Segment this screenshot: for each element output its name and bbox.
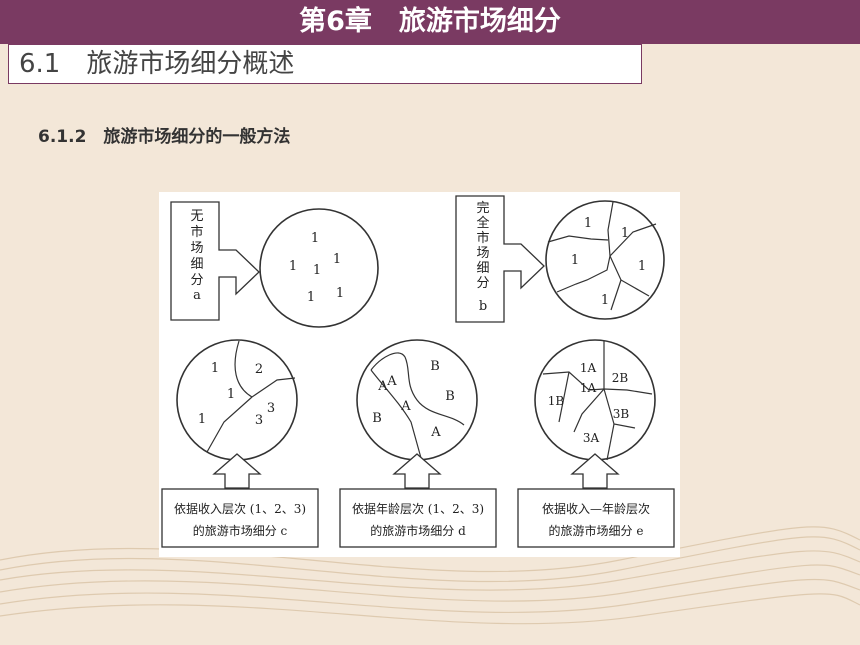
panel-e-caption-box (517, 488, 675, 548)
panel-c-caption-box (161, 488, 319, 548)
market-segmentation-figure: 无 市 场 细 分 a 1 1 1 1 1 1 完 全 市 场 细 分 b (159, 192, 680, 557)
panel-e-region: 3A (583, 431, 600, 445)
panel-b: 完 全 市 场 细 分 b 1 1 1 1 1 (455, 195, 665, 323)
panel-b-arrow-box (455, 195, 545, 323)
panel-a-label-4: 细 (190, 257, 203, 272)
panel-e-up-arrow (570, 453, 620, 489)
panel-d-caption-line1: 依据年龄层次 (1、2、3) (352, 501, 484, 516)
panel-e-region: 2B (612, 371, 629, 385)
panel-d-region: B (372, 411, 382, 426)
panel-d-up-arrow (392, 453, 442, 489)
panel-c-region: 3 (255, 413, 263, 428)
panel-a-arrow-box (170, 201, 260, 321)
panel-e-caption-line1: 依据收入—年龄层次 (542, 501, 650, 516)
panel-b-circle (545, 200, 665, 320)
panel-b-label-1: 完 (476, 201, 489, 216)
panel-c-up-arrow (212, 453, 262, 489)
panel-c-caption-line1: 依据收入层次 (1、2、3) (174, 501, 306, 516)
panel-e-region: 1B (548, 394, 565, 408)
subsection-title: 6.1.2 旅游市场细分的一般方法 (38, 127, 291, 147)
panel-a-label-3: 场 (190, 241, 203, 256)
panel-b-number: 1 (571, 253, 579, 268)
panel-e-region: 1A (580, 361, 597, 375)
panel-d-caption-line2: 的旅游市场细分 d (370, 523, 466, 538)
panel-d-region: B (430, 359, 440, 374)
panel-a-number: 1 (307, 290, 315, 305)
panel-c: 1 2 1 1 3 3 依据收入层次 (1、2、3) 的旅游市场细分 c (161, 339, 319, 548)
panel-d-region: A (400, 399, 411, 414)
panel-a-number: 1 (313, 263, 321, 278)
panel-b-number: 1 (584, 216, 592, 231)
panel-b-number: 1 (601, 293, 609, 308)
panel-a-number: 1 (289, 259, 297, 274)
panel-e-caption-line2: 的旅游市场细分 e (549, 523, 644, 538)
panel-d-caption-box (339, 488, 497, 548)
panel-a-label-5: 分 (190, 273, 203, 288)
panel-c-caption-line2: 的旅游市场细分 c (193, 523, 288, 538)
panel-a: 无 市 场 细 分 a 1 1 1 1 1 1 (170, 201, 379, 328)
panel-b-label-2: 全 (476, 215, 489, 231)
panel-a-label-6: a (193, 288, 201, 303)
panel-c-region: 1 (198, 412, 206, 427)
panel-e-region: 1A (580, 381, 597, 395)
panel-b-number: 1 (638, 259, 646, 274)
panel-b-number: 1 (621, 226, 629, 241)
panel-c-region: 2 (255, 362, 263, 377)
panel-d-region: A (386, 374, 397, 389)
section-title: 6.1 旅游市场细分概述 (19, 49, 295, 79)
panel-a-circle (259, 208, 379, 328)
chapter-title: 第6章 旅游市场细分 (299, 6, 561, 37)
panel-d-region: A (377, 379, 388, 394)
panel-e: 1A 2B 1A 1B 3B 3A 依据收入—年龄层次 的旅游市场细分 e (517, 339, 675, 548)
panel-b-label-7: b (479, 299, 487, 314)
panel-b-label-3: 市 (476, 230, 489, 246)
panel-a-number: 1 (336, 286, 344, 301)
panel-d-region: A (430, 425, 441, 440)
panel-b-label-5: 细 (476, 261, 489, 276)
section-title-box: 6.1 旅游市场细分概述 (8, 44, 642, 84)
panel-a-number: 1 (333, 252, 341, 267)
panel-d-region: B (445, 389, 455, 404)
panel-c-region: 1 (227, 387, 235, 402)
panel-e-region: 3B (613, 407, 630, 421)
panel-b-label-4: 场 (476, 246, 489, 261)
panel-a-label-2: 市 (190, 224, 203, 240)
panel-c-circle (176, 339, 298, 461)
panel-a-number: 1 (311, 231, 319, 246)
panel-d: A B A B B A A 依据年龄层次 (1、2、3) 的旅游市场细分 d (339, 339, 497, 548)
panel-c-region: 1 (211, 361, 219, 376)
panel-a-label-1: 无 (190, 209, 203, 224)
panel-c-region: 3 (267, 401, 275, 416)
panel-b-label-6: 分 (476, 276, 489, 291)
segmentation-diagram: 无 市 场 细 分 a 1 1 1 1 1 1 完 全 市 场 细 分 b (161, 195, 675, 548)
chapter-header-bar: 第6章 旅游市场细分 (0, 0, 860, 44)
